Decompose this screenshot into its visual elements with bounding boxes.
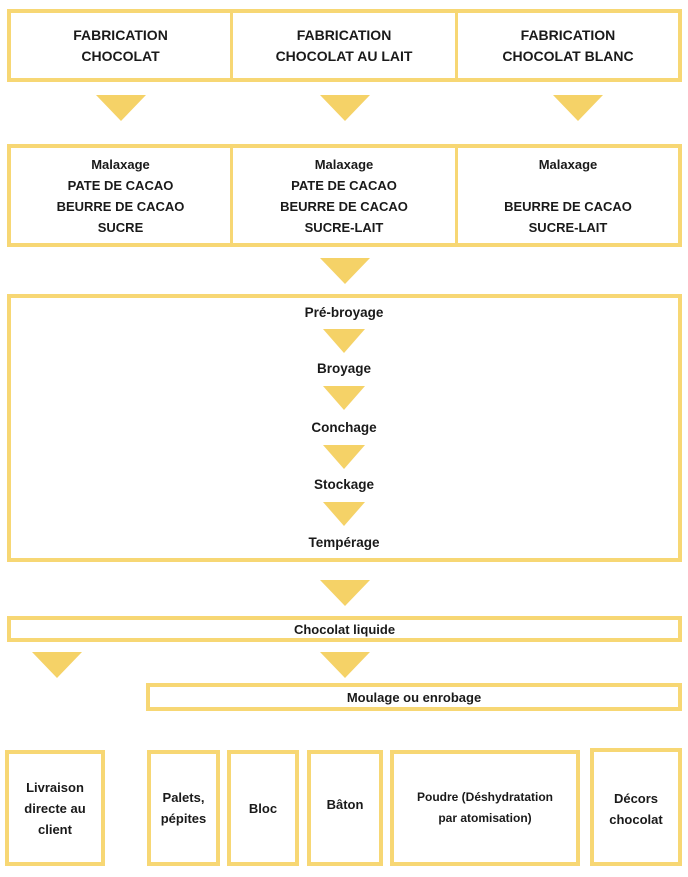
step-temperage: Tempérage	[308, 535, 380, 550]
header-divider-1	[230, 9, 233, 82]
molding-box	[146, 683, 682, 711]
mixing-divider-2	[455, 144, 458, 247]
step-stockage: Stockage	[313, 477, 375, 492]
header-divider-2	[455, 9, 458, 82]
arrow-down-1	[96, 95, 146, 121]
arrow-down-molding	[320, 652, 370, 678]
arrow-down-delivery	[32, 652, 82, 678]
arrow-down-process	[320, 258, 370, 284]
liquid-label: Chocolat liquide	[293, 621, 396, 637]
liquid-box	[7, 616, 682, 642]
step-arrow-1	[323, 329, 365, 353]
step-broyage: Broyage	[316, 361, 372, 376]
output-palets: Palets,pépites	[147, 750, 220, 866]
output-baton: Bâton	[307, 750, 383, 866]
step-arrow-3	[323, 445, 365, 469]
step-arrow-2	[323, 386, 365, 410]
mixing-divider-1	[230, 144, 233, 247]
mixing-row	[7, 144, 682, 247]
step-arrow-4	[323, 502, 365, 526]
arrow-down-3	[553, 95, 603, 121]
header-row	[7, 9, 682, 82]
step-pre-broyage: Pré-broyage	[304, 305, 384, 320]
arrow-down-2	[320, 95, 370, 121]
output-bloc: Bloc	[227, 750, 299, 866]
arrow-down-liquid	[320, 580, 370, 606]
step-conchage: Conchage	[311, 420, 377, 435]
molding-label: Moulage ou enrobage	[346, 689, 482, 705]
